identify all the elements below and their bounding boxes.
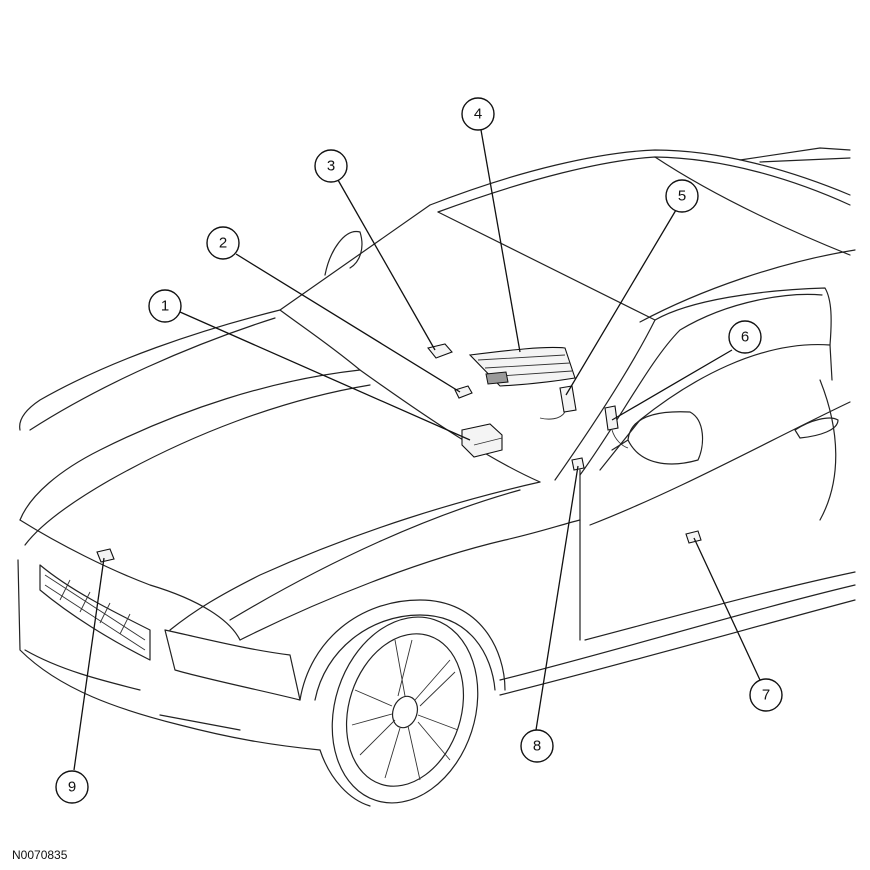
- callout-7: 7: [749, 678, 783, 712]
- callout-6-label: 6: [741, 329, 749, 346]
- callout-3-label: 3: [327, 158, 335, 175]
- callout-1-label: 1: [161, 298, 169, 315]
- callout-8: 8: [520, 729, 554, 763]
- car-body: [17, 147, 856, 807]
- callout-2: 2: [206, 226, 240, 260]
- component-3-sensor: [427, 343, 453, 359]
- callout-4-label: 4: [474, 106, 482, 123]
- leader-lines: [73, 129, 761, 771]
- callout-2-label: 2: [219, 235, 227, 252]
- callout-8-label: 8: [533, 738, 541, 755]
- callout-7-label: 7: [762, 687, 770, 704]
- callout-6: 6: [728, 320, 762, 354]
- callout-5-label: 5: [678, 188, 686, 205]
- callout-5: 5: [665, 179, 699, 213]
- callout-1: 1: [148, 289, 182, 323]
- component-8-sensor: [571, 457, 585, 471]
- component-5-buckle: [539, 385, 577, 420]
- front-wheel: [331, 616, 479, 804]
- component-2-sensor: [454, 385, 473, 399]
- callout-9: 9: [55, 770, 89, 804]
- figure-code: N0070835: [12, 848, 68, 862]
- callout-9-label: 9: [68, 779, 76, 796]
- component-6-buckle: [604, 405, 629, 449]
- component-4-seat-mat: [468, 346, 576, 387]
- component-1-module: [461, 423, 503, 458]
- callout-4: 4: [461, 97, 495, 131]
- component-9-sensor: [96, 548, 115, 563]
- callout-3: 3: [314, 149, 348, 183]
- component-7-sensor: [685, 530, 702, 544]
